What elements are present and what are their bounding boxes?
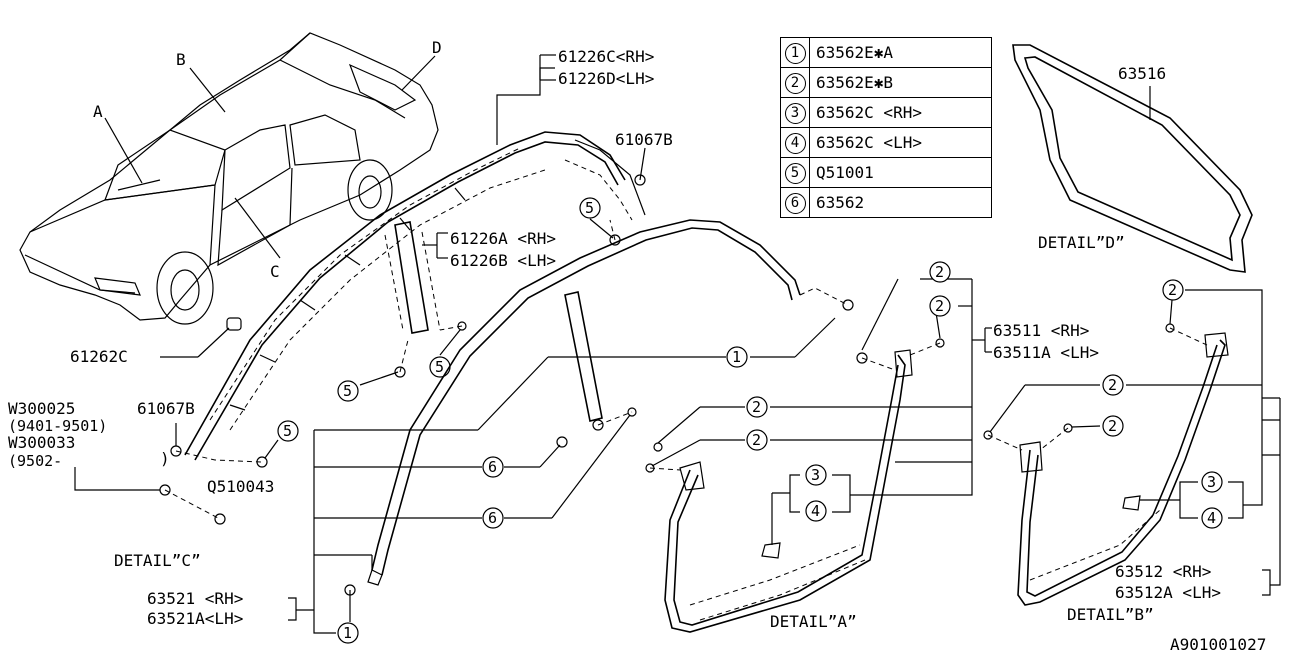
callout-2: 2 (935, 263, 944, 281)
callout-5: 5 (343, 382, 352, 400)
door-frame-strip-63521 (288, 219, 854, 634)
part-label-w300033-close: ) (160, 449, 170, 468)
callout-6: 6 (488, 458, 497, 476)
part-label-w300033-range: (9502- (8, 452, 62, 470)
part-label-61226d: 61226D<LH> (558, 69, 654, 88)
part-label-w300025-range: (9401-9501) (8, 417, 107, 435)
callout-2: 2 (1108, 417, 1117, 435)
detail-c-caption: DETAIL”C” (114, 551, 201, 570)
part-label-61226b: 61226B <LH> (450, 251, 556, 270)
callout-5: 5 (435, 358, 444, 376)
callouts-detail-a: 2 2 2 2 3 4 (746, 261, 951, 522)
legend-number: 4 (784, 132, 806, 154)
callout-2: 2 (752, 431, 761, 449)
legend-number-cell: 4 (780, 127, 810, 158)
part-label-w300033: W300033 (8, 433, 75, 452)
detail-c-assembly (74, 54, 646, 525)
clip-63562-lower (556, 436, 568, 448)
part-label-63521a: 63521A<LH> (147, 609, 243, 628)
callout-3: 3 (811, 466, 820, 484)
part-label-61226a: 61226A <RH> (450, 229, 556, 248)
part-label-61067b-left: 61067B (137, 399, 195, 418)
part-label-63512: 63512 <RH> (1115, 562, 1211, 581)
vehicle-label-a: A (93, 102, 103, 121)
callouts-detail-b: 2 2 2 3 4 (1102, 279, 1223, 529)
vehicle-illustration (19, 32, 439, 325)
vehicle-label-c: C (270, 262, 280, 281)
part-label-61262c: 61262C (70, 347, 128, 366)
legend-row: 3 63562C <RH> (780, 97, 992, 128)
detail-b-assembly (983, 289, 1281, 606)
callout-4: 4 (1207, 509, 1216, 527)
callout-5: 5 (283, 422, 292, 440)
part-label-61226c: 61226C<RH> (558, 47, 654, 66)
part-label-w300025: W300025 (8, 399, 75, 418)
parts-legend-table: 1 63562E✱A 2 63562E✱B 3 63562C <RH> 4 63… (780, 37, 992, 218)
legend-number-cell: 5 (780, 157, 810, 188)
legend-number: 5 (784, 162, 806, 184)
legend-part-cell: 63562C <LH> (809, 127, 992, 158)
detail-a-caption: DETAIL”A” (770, 612, 857, 631)
clip-61262c (226, 317, 242, 331)
callouts-detail-c: 5 5 5 5 (277, 197, 601, 442)
callout-2: 2 (1168, 281, 1177, 299)
callout-2: 2 (1108, 376, 1117, 394)
legend-row: 6 63562 (780, 187, 992, 218)
legend-number: 3 (784, 102, 806, 124)
callout-2: 2 (752, 398, 761, 416)
part-label-63516: 63516 (1118, 64, 1166, 83)
part-label-63521: 63521 <RH> (147, 589, 243, 608)
part-label-63511: 63511 <RH> (993, 321, 1089, 340)
legend-number: 1 (784, 42, 806, 64)
legend-part-cell: 63562E✱B (809, 67, 992, 98)
vehicle-label-d: D (432, 38, 442, 57)
legend-part-cell: 63562E✱A (809, 37, 992, 68)
figure-id: A901001027 (1170, 635, 1266, 653)
callout-1: 1 (732, 348, 741, 366)
legend-part-cell: Q51001 (809, 157, 992, 188)
legend-number: 6 (784, 192, 806, 214)
detail-d-assembly (1012, 44, 1253, 273)
legend-row: 1 63562E✱A (780, 37, 992, 68)
part-label-61067b-top: 61067B (615, 130, 673, 149)
part-label-63511a: 63511A <LH> (993, 343, 1099, 362)
callout-3: 3 (1207, 473, 1216, 491)
clip-end-a (842, 299, 854, 311)
callout-6: 6 (488, 509, 497, 527)
part-label-63512a: 63512A <LH> (1115, 583, 1221, 602)
legend-number: 2 (784, 72, 806, 94)
callout-5: 5 (585, 199, 594, 217)
callout-4: 4 (811, 502, 820, 520)
part-label-q510043: Q510043 (207, 477, 274, 496)
legend-part-cell: 63562 (809, 187, 992, 218)
legend-row: 5 Q51001 (780, 157, 992, 188)
detail-a-assembly (645, 278, 992, 633)
legend-row: 4 63562C <LH> (780, 127, 992, 158)
callout-1: 1 (343, 624, 352, 642)
detail-d-caption: DETAIL”D” (1038, 233, 1125, 252)
callouts-door-frame: 1 6 6 1 (337, 346, 748, 644)
detail-b-caption: DETAIL”B” (1067, 605, 1154, 624)
clip-a-3 (653, 442, 663, 452)
fastener-q510043 (214, 513, 226, 525)
legend-part-cell: 63562C <RH> (809, 97, 992, 128)
legend-number-cell: 1 (780, 37, 810, 68)
vehicle-label-b: B (176, 50, 186, 69)
callout-2: 2 (935, 297, 944, 315)
legend-row: 2 63562E✱B (780, 67, 992, 98)
